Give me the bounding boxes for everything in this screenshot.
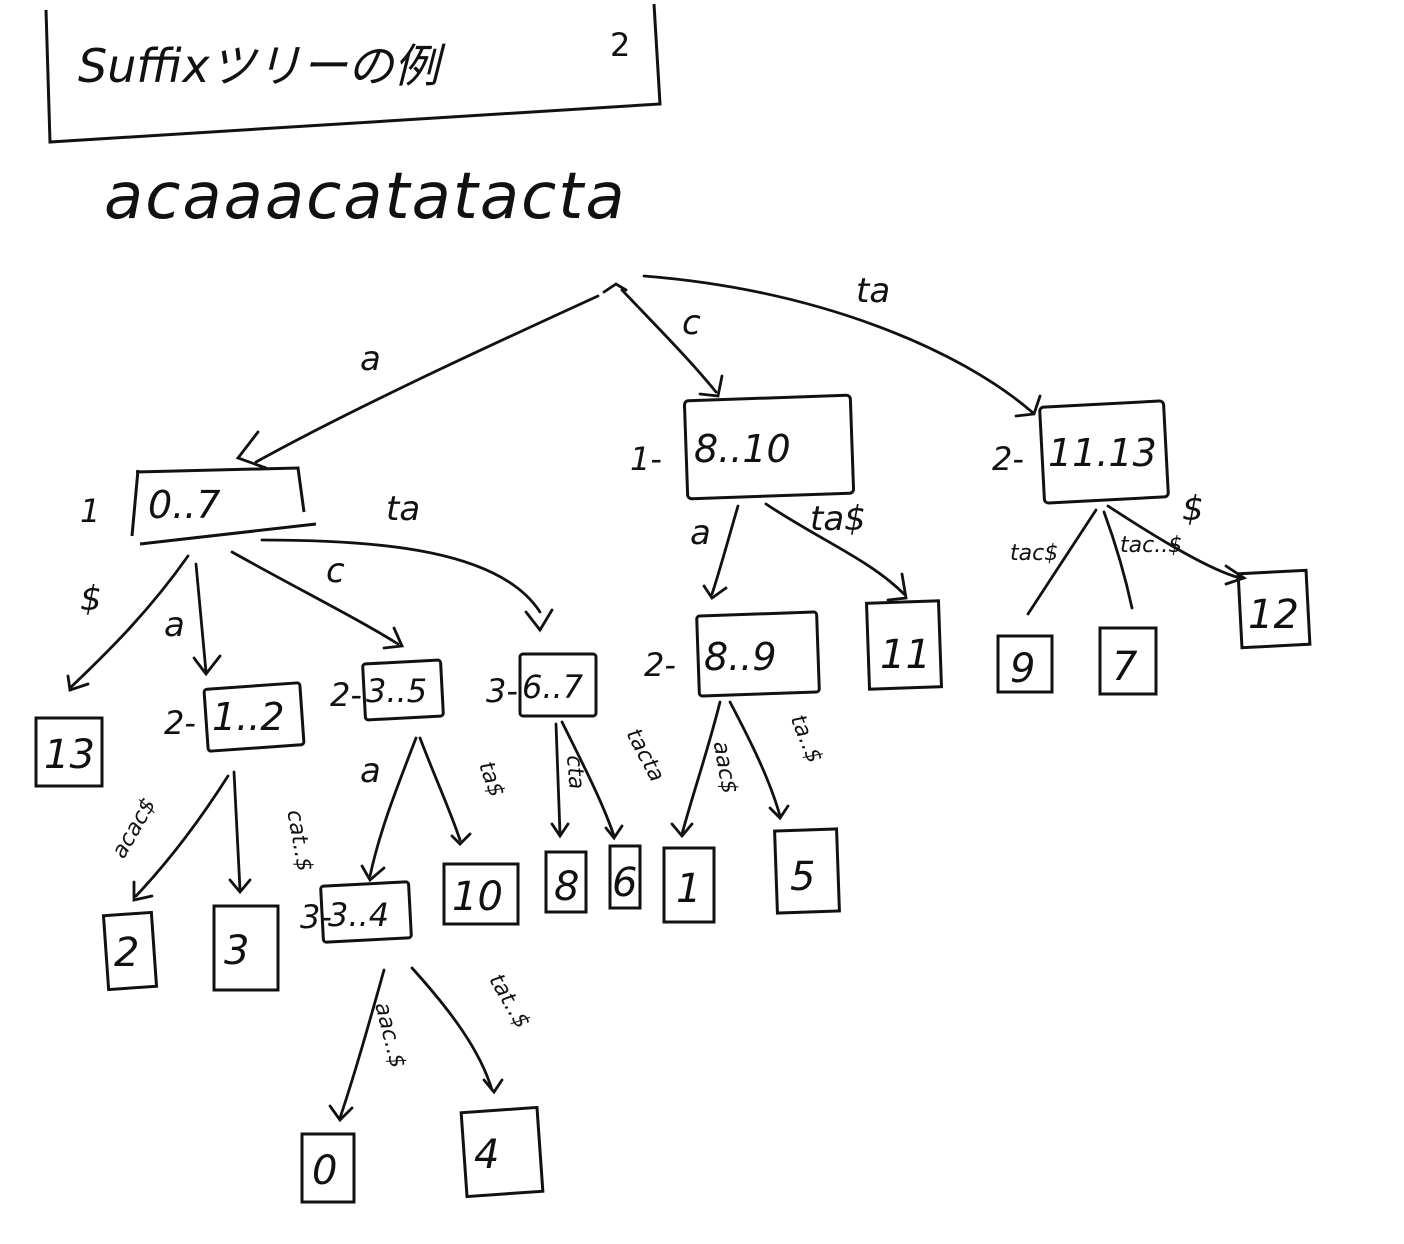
edge-label-n810-a: a	[690, 513, 711, 553]
svg-text:11: 11	[880, 632, 931, 678]
edge-label-n07-a: a	[164, 605, 185, 645]
edge-label-n07-dollar: $	[80, 579, 102, 619]
title-superscript: 2	[610, 26, 630, 64]
title-box: Suffixツリーの例 2	[44, 3, 662, 144]
node-3-4-edges: aac..$ tat..$	[328, 966, 534, 1123]
edge-label-n89-right: ta..$	[785, 711, 827, 767]
edge-label-root-c: c	[682, 303, 701, 343]
edge-label-n1113-dollar: $	[1182, 489, 1204, 529]
node-3-5-prefix: 2-	[330, 676, 362, 714]
svg-text:12: 12	[1248, 592, 1299, 638]
svg-text:0: 0	[312, 1148, 337, 1194]
svg-text:3: 3	[224, 928, 249, 974]
leaf-8: 8	[544, 850, 588, 914]
leaf-6: 6	[608, 844, 642, 910]
edge-label-n34-left: aac..$	[369, 1000, 409, 1071]
node-11-13-edges: tac$ tac..$ $	[1010, 489, 1248, 616]
svg-text:2: 2	[114, 930, 139, 976]
edge-label-n1113-mid: tac..$	[1120, 533, 1182, 558]
leaf-2: 2	[101, 910, 159, 992]
leaf-12: 12	[1236, 568, 1312, 650]
node-8-10-label: 8..10	[694, 427, 791, 471]
leaf-13: 13	[34, 716, 104, 788]
edge-label-n12-left: acac$	[107, 794, 161, 863]
leaf-4: 4	[459, 1105, 545, 1199]
node-1-2-prefix: 2-	[164, 704, 196, 742]
node-3-5-edges: a ta$	[360, 736, 509, 883]
node-6-7-edges: cta tacta	[550, 720, 670, 841]
leaf-10: 10	[442, 862, 520, 926]
edge-label-n07-ta: ta	[386, 489, 420, 529]
node-11-13-prefix: 2-	[992, 440, 1024, 478]
edge-label-n67-right: tacta	[621, 725, 670, 786]
leaf-1: 1	[662, 846, 716, 924]
leaf-3: 3	[212, 904, 280, 992]
node-8-9-label: 8..9	[704, 635, 777, 679]
node-3-4-label: 3..4	[328, 896, 389, 934]
svg-text:13: 13	[44, 732, 95, 778]
edge-root-a	[254, 294, 600, 464]
edge-label-n12-right: cat..$	[281, 808, 316, 874]
node-0-7-prefix: 1	[80, 492, 100, 530]
edge-label-n67-left: cta	[561, 754, 589, 790]
node-1-2-label: 1..2	[212, 695, 285, 739]
edge-label-n34-right: tat..$	[483, 970, 534, 1033]
edge-label-root-a: a	[360, 339, 381, 379]
edge-label-n810-ta: ta$	[810, 499, 866, 539]
node-11-13: 2- 11.13	[992, 399, 1170, 505]
node-3-4: 3- 3..4	[300, 880, 413, 944]
node-8-10: 1- 8..10	[630, 393, 856, 501]
node-0-7-label: 0..7	[148, 483, 221, 527]
svg-text:9: 9	[1010, 646, 1035, 692]
edge-label-n35-ta: ta$	[473, 758, 509, 800]
svg-text:8: 8	[554, 864, 579, 910]
node-8-9-prefix: 2-	[644, 646, 676, 684]
node-3-5-label: 3..5	[366, 672, 427, 710]
node-3-5: 2- 3..5	[330, 658, 445, 722]
node-0-7-edges: $ a c ta	[66, 489, 554, 692]
node-6-7: 3- 6..7	[486, 652, 598, 718]
edge-label-n35-a: a	[360, 751, 381, 791]
svg-text:6: 6	[612, 860, 637, 906]
node-8-10-prefix: 1-	[630, 440, 662, 478]
node-0-7: 1 0..7	[80, 466, 317, 546]
root-node	[602, 282, 628, 294]
edge-root-c	[620, 288, 718, 394]
node-6-7-prefix: 3-	[486, 672, 518, 710]
svg-text:1: 1	[676, 866, 701, 912]
leaf-11: 11	[864, 599, 944, 691]
node-1-2: 2- 1..2	[164, 681, 306, 753]
edge-label-n1113-left: tac$	[1010, 541, 1058, 566]
input-string: acaaacatatacta	[104, 160, 627, 234]
node-3-4-prefix: 3-	[300, 898, 332, 936]
root-edges: a c ta	[235, 271, 1042, 470]
edge-label-n07-c: c	[326, 551, 345, 591]
node-6-7-label: 6..7	[522, 668, 584, 706]
leaf-9: 9	[996, 634, 1054, 694]
svg-text:7: 7	[1112, 644, 1138, 690]
leaf-7: 7	[1098, 626, 1158, 696]
title-text: Suffixツリーの例	[78, 39, 447, 93]
svg-text:5: 5	[790, 854, 815, 900]
svg-text:10: 10	[452, 874, 503, 920]
edge-label-root-ta: ta	[856, 271, 890, 311]
leaf-5: 5	[773, 827, 841, 915]
node-8-9: 2- 8..9	[644, 610, 821, 698]
node-1-2-edges: acac$ cat..$	[107, 770, 317, 902]
node-11-13-label: 11.13	[1048, 431, 1157, 475]
node-8-10-edges: a ta$	[690, 499, 908, 602]
node-8-9-edges: aac$ ta..$	[670, 700, 827, 839]
edge-label-n89-left: aac$	[708, 739, 742, 796]
edge-root-ta	[642, 274, 1034, 414]
leaf-0: 0	[300, 1132, 356, 1204]
svg-text:4: 4	[474, 1132, 499, 1178]
